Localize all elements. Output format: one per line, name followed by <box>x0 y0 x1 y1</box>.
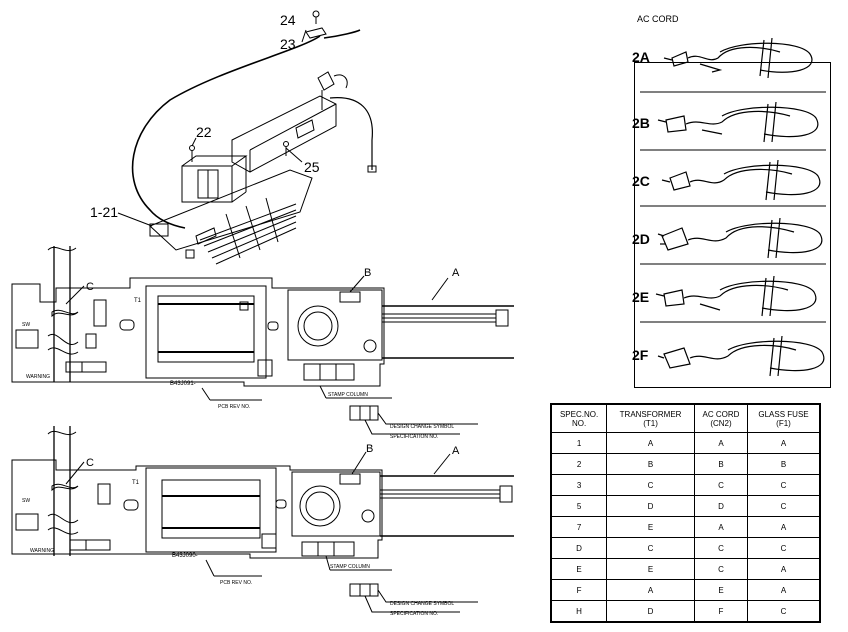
table-cell: E <box>693 579 749 601</box>
cord-2d <box>657 217 823 259</box>
ac-cord-drawings <box>640 37 826 377</box>
label-sw-1: SW <box>22 322 30 328</box>
cord-code-2b: 2B <box>632 115 650 131</box>
stamp-column-label-2: STAMP COLUMN <box>330 564 370 570</box>
table-cell: 7 <box>550 516 608 538</box>
table-cell: D <box>606 600 695 623</box>
part-label-24: 24 <box>280 12 296 28</box>
table-cell: A <box>606 579 695 601</box>
cord-code-2d: 2D <box>632 231 650 247</box>
table-cell: E <box>550 558 608 580</box>
label-t1-2: T1 <box>132 480 140 486</box>
table-cell: B <box>747 453 821 475</box>
pcb-code-1: B43J091- <box>170 381 196 387</box>
table-cell: A <box>747 432 821 454</box>
label-t1-1: T1 <box>134 298 142 304</box>
spec-no-label-1: SPECIFICATION NO. <box>390 434 438 440</box>
part-label-1-21: 1-21 <box>90 204 118 220</box>
pcb-rev-label-1: PCB REV NO. <box>218 404 250 410</box>
cord-code-2e: 2E <box>632 289 650 305</box>
table-cell: C <box>747 474 821 496</box>
cord-2b <box>657 101 819 143</box>
pcb-code-2: B43J090- <box>172 553 198 559</box>
table-cell: 5 <box>550 495 608 517</box>
table-cell: A <box>747 579 821 601</box>
specification-table: SPEC.NO.NO. TRANSFORMER(T1) AC CORD(CN2)… <box>550 403 821 623</box>
ac-cord-panel <box>634 62 831 388</box>
table-cell: A <box>606 432 695 454</box>
table-cell: 2 <box>550 453 608 475</box>
table-cell: 1 <box>550 432 608 454</box>
design-change-label-1: DESIGN CHANGE SYMBOL <box>390 424 454 430</box>
pcb-view-1 <box>11 246 514 435</box>
table-cell: A <box>747 516 821 538</box>
label-c-2: C <box>86 457 94 469</box>
table-cell: D <box>550 537 608 559</box>
label-a-2: A <box>452 445 460 457</box>
table-cell: C <box>606 474 695 496</box>
design-change-label-2: DESIGN CHANGE SYMBOL <box>390 601 454 607</box>
label-warning-2: WARNING <box>30 548 54 554</box>
cord-2a <box>663 37 813 79</box>
table-cell: C <box>747 537 821 559</box>
label-c-1: C <box>86 281 94 293</box>
header-spec-no: SPEC.NO.NO. <box>550 403 608 433</box>
table-cell: C <box>747 600 821 623</box>
table-cell: E <box>606 516 695 538</box>
ac-cord-title: AC CORD <box>637 14 679 24</box>
exploded-assembly <box>117 10 377 265</box>
table-cell: C <box>747 495 821 517</box>
label-b-2: B <box>366 443 373 455</box>
cord-code-2c: 2C <box>632 173 650 189</box>
table-cell: C <box>606 537 695 559</box>
pcb-rev-label-2: PCB REV NO. <box>220 580 252 586</box>
label-warning-1: WARNING <box>26 374 50 380</box>
header-transformer: TRANSFORMER(T1) <box>606 403 695 433</box>
part-label-22: 22 <box>196 124 212 140</box>
table-cell: F <box>693 600 749 623</box>
table-cell: D <box>606 495 695 517</box>
table-header-row: SPEC.NO.NO. TRANSFORMER(T1) AC CORD(CN2)… <box>550 403 821 433</box>
part-label-25: 25 <box>304 159 320 175</box>
table-cell: D <box>693 495 749 517</box>
table-cell: H <box>550 600 608 623</box>
stamp-column-label-1: STAMP COLUMN <box>328 392 368 398</box>
table-cell: C <box>693 558 749 580</box>
table-cell: 3 <box>550 474 608 496</box>
label-b-1: B <box>364 267 371 279</box>
table-cell: E <box>606 558 695 580</box>
cord-code-2f: 2F <box>632 347 649 363</box>
header-ac-cord: AC CORD(CN2) <box>693 403 749 433</box>
table-cell: F <box>550 579 608 601</box>
pcb-view-2 <box>11 426 514 613</box>
table-cell: A <box>747 558 821 580</box>
header-glass-fuse: GLASS FUSE(F1) <box>747 403 821 433</box>
table-cell: B <box>606 453 695 475</box>
table-cell: B <box>693 453 749 475</box>
table-cell: C <box>693 537 749 559</box>
cord-2f <box>657 335 825 377</box>
label-sw-2: SW <box>22 498 30 504</box>
table-cell: A <box>693 516 749 538</box>
table-cell: A <box>693 432 749 454</box>
cord-code-2a: 2A <box>632 49 650 65</box>
cord-2e <box>655 275 817 317</box>
spec-no-label-2: SPECIFICATION NO. <box>390 611 438 617</box>
part-label-23: 23 <box>280 36 296 52</box>
table-cell: C <box>693 474 749 496</box>
cord-2c <box>661 159 821 201</box>
label-a-1: A <box>452 267 460 279</box>
